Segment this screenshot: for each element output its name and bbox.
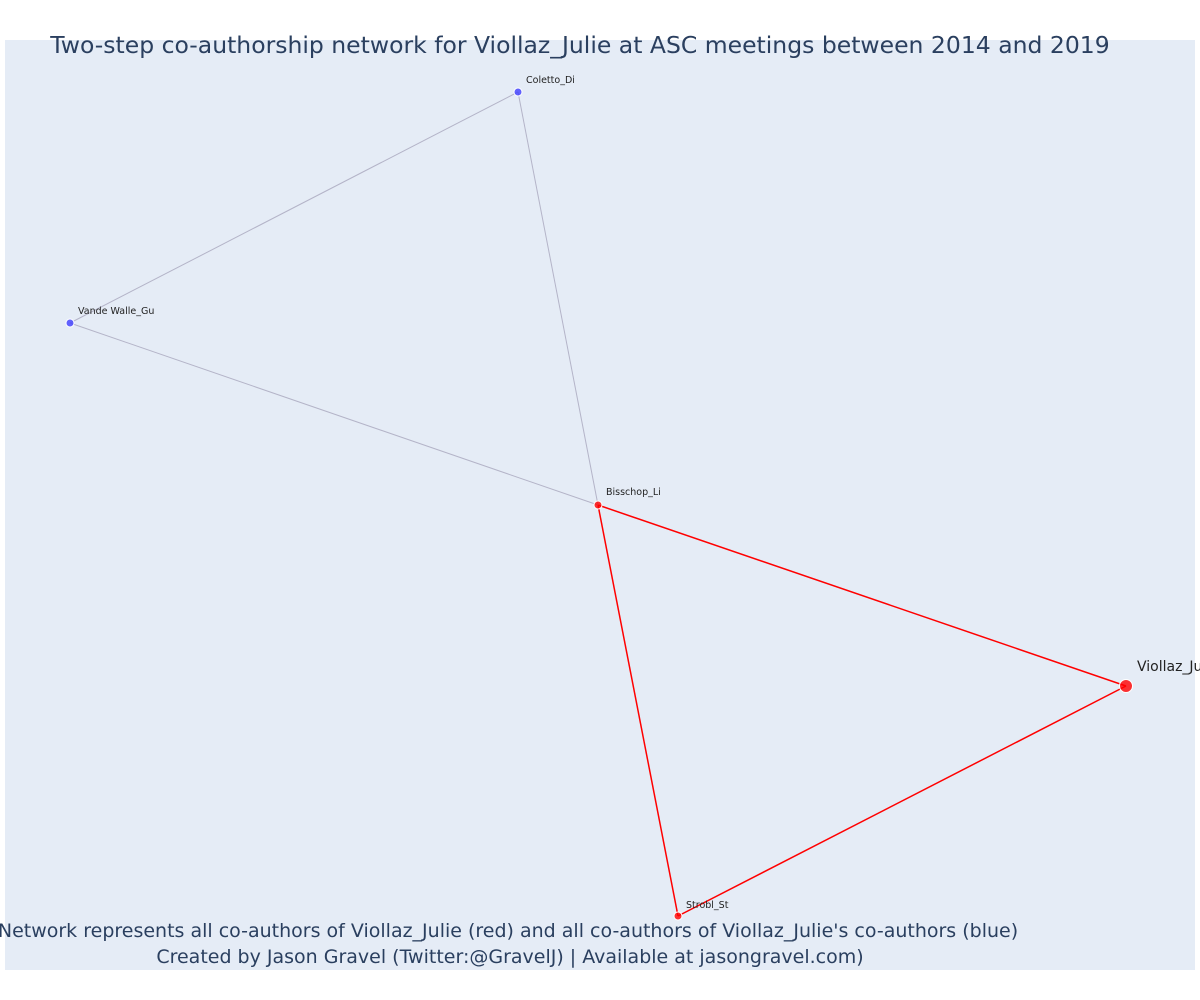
caption-line-2: Created by Jason Gravel (Twitter:@Gravel… [156,946,863,968]
edge-bisschop-li-vande-walle-gu [69,322,599,506]
node-label-viollaz-julie: Viollaz_Ju [1137,659,1200,675]
node-label-vande-walle-gu: Vande Walle_Gu [78,306,154,317]
edges-layer [69,91,1127,917]
node-vande-walle-gu[interactable] [65,318,75,328]
edge-coletto-di-vande-walle-gu [69,91,519,324]
node-label-coletto-di: Coletto_Di [526,75,575,86]
caption-line-1: Network represents all co-authors of Vio… [0,920,1018,942]
node-label-strobl-st: Strobl_St [686,900,729,911]
edge-bisschop-li-strobl-st [597,504,679,917]
edge-viollaz-julie-bisschop-li [597,504,1127,687]
nodes-layer [65,87,1133,921]
chart-title: Two-step co-authorship network for Violl… [49,31,1109,59]
node-bisschop-li[interactable] [593,500,603,510]
edge-bisschop-li-coletto-di [517,91,599,506]
edge-viollaz-julie-strobl-st [677,685,1127,917]
node-strobl-st[interactable] [673,911,683,921]
node-viollaz-julie[interactable] [1119,679,1133,693]
node-label-bisschop-li: Bisschop_Li [606,487,661,498]
node-coletto-di[interactable] [513,87,523,97]
